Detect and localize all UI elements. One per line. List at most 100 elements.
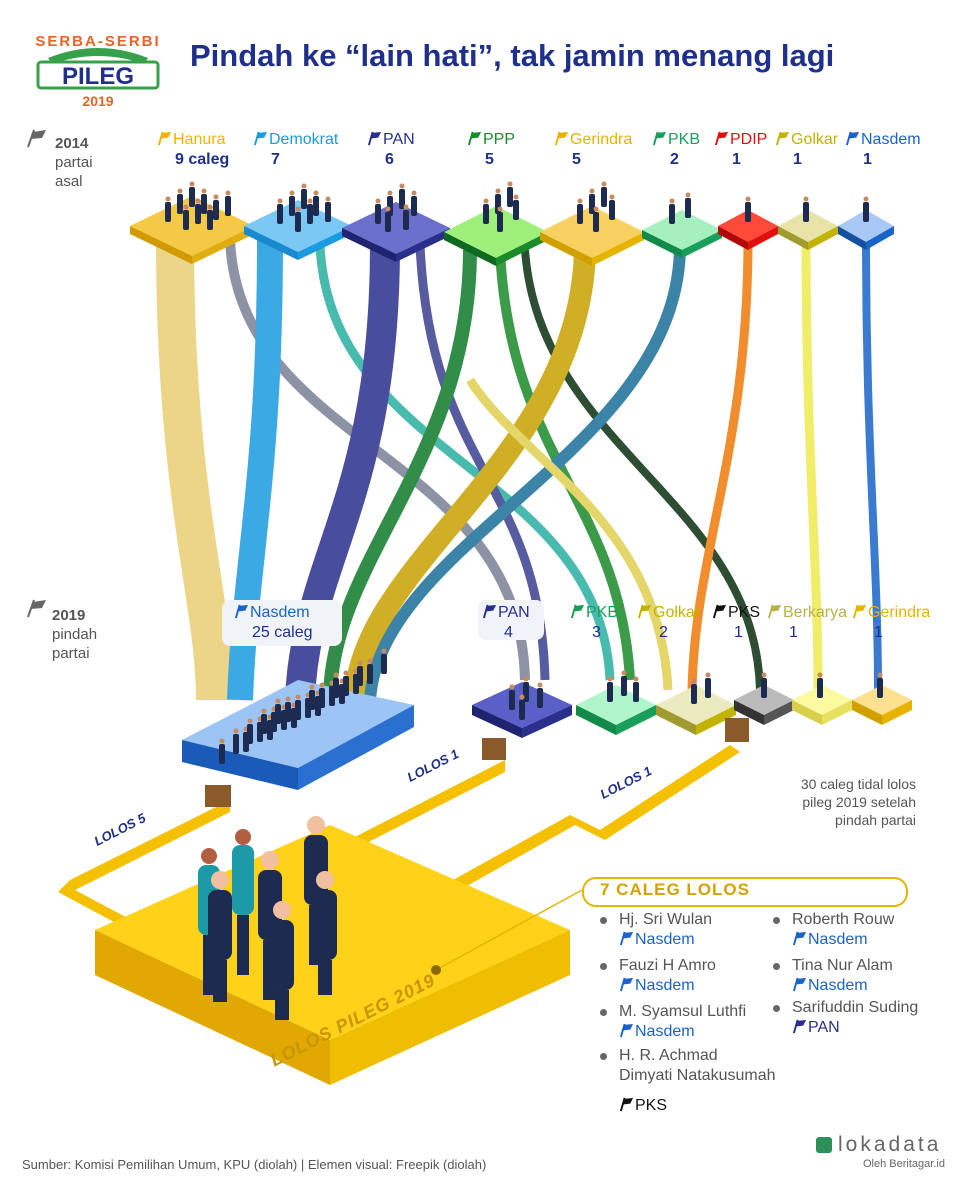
serba-serbi-pileg-logo: SERBA-SERBI PILEG 2019 [35, 33, 160, 109]
person-figure [381, 648, 387, 674]
winner-name: Tina Nur Alam [792, 957, 893, 974]
person-figure [295, 694, 301, 720]
person-figure [367, 658, 373, 684]
winner-party: Nasdem [619, 1022, 746, 1042]
person-figure [403, 204, 409, 230]
bullet-dot [600, 963, 607, 970]
origin-party-name: Golkar [791, 131, 839, 148]
svg-text:2019: 2019 [82, 93, 113, 109]
person-figure [343, 670, 349, 696]
person-figure [261, 708, 267, 734]
dest-party-count: 3 [592, 624, 601, 641]
dest-party-name: Nasdem [250, 604, 310, 621]
person-figure [601, 181, 607, 207]
person-figure [313, 190, 319, 216]
ribbon-golkar-berkarya [801, 239, 823, 691]
winner-name-cont: Dimyati Natakusumah [619, 1067, 776, 1084]
person-figure [233, 728, 239, 754]
person-figure [277, 198, 283, 224]
flag-icon-2019 [26, 598, 48, 623]
bullet-dot [773, 1005, 780, 1012]
person-figure [357, 660, 363, 686]
person-figure [817, 672, 823, 698]
dest-party-name: PKB [586, 604, 619, 621]
not-elected-note: 30 caleg tidal lolos pileg 2019 setelah … [730, 775, 916, 829]
origin-party-demokrat: Demokrat 7 [253, 130, 338, 170]
person-figure [399, 183, 405, 209]
note-line-1: 30 caleg tidal lolos [800, 776, 916, 792]
lokadata-logo-icon [816, 1137, 832, 1153]
winner-name: Hj. Sri Wulan [619, 911, 713, 928]
winner-name: Roberth Rouw [792, 911, 895, 928]
source-note: Sumber: Komisi Pemilihan Umum, KPU (diol… [22, 1157, 487, 1172]
row-2014-label: 2014 partai asal [55, 134, 93, 191]
person-figure [705, 672, 711, 698]
person-figure [165, 196, 171, 222]
person-figure [201, 188, 207, 214]
person-figure [189, 181, 195, 207]
person-figure [691, 678, 697, 704]
svg-text:PILEG: PILEG [62, 63, 134, 90]
origin-party-name: Gerindra [570, 131, 633, 148]
ribbon-ppp-pks [521, 249, 764, 691]
person-figure [333, 672, 339, 698]
road-left [58, 800, 230, 936]
bullet-dot [773, 917, 780, 924]
origin-party-name: Nasdem [861, 131, 921, 148]
platforms-2019 [182, 680, 912, 790]
origin-party-count: 6 [385, 151, 394, 168]
dest-party-count: 1 [874, 624, 883, 641]
person-figure [669, 198, 675, 224]
origin-party-count: 1 [732, 151, 741, 168]
platform-2019-nasdem [182, 680, 414, 768]
person-figure [289, 190, 295, 216]
person-figure [685, 192, 691, 218]
person-figure [385, 206, 391, 232]
page-title: Pindah ke “lain hati”, tak jamin menang … [190, 38, 835, 73]
person-figure [513, 194, 519, 220]
dest-party-name: PAN [498, 604, 530, 621]
person-figure [207, 204, 213, 230]
origin-party-count: 2 [670, 151, 679, 168]
person-figure [325, 196, 331, 222]
person-figure [621, 670, 627, 696]
person-figure [863, 196, 869, 222]
origin-party-name: Demokrat [269, 131, 339, 148]
person-figure [761, 672, 767, 698]
row-2014-year: 2014 [55, 135, 89, 152]
winner-party: PKS [619, 1096, 776, 1116]
winner-name: Fauzi H Amro [619, 957, 716, 974]
winner-name: H. R. Achmad [619, 1047, 718, 1064]
origin-party-name: PKB [668, 131, 701, 148]
origin-party-count: 5 [485, 151, 494, 168]
ribbon-gerindra-nasdem [344, 249, 596, 701]
origin-party-count: 5 [572, 151, 581, 168]
origin-party-count: 7 [271, 151, 280, 168]
person-figure [219, 738, 225, 764]
person-figure [177, 188, 183, 214]
person-figure [411, 190, 417, 216]
person-figure [497, 206, 503, 232]
row-2019-label: 2019 pindah partai [52, 606, 97, 663]
dest-party-name: Berkarya [783, 604, 848, 621]
brand-subtitle: Oleh Beritagar.id [863, 1158, 945, 1170]
person-figure [877, 672, 883, 698]
ribbon-pan-nasdem [285, 244, 400, 701]
winner-party: Nasdem [792, 976, 893, 996]
ribbon-pkb-nasdem [364, 244, 686, 701]
origin-party-count: 9 caleg [175, 151, 230, 168]
svg-text:SERBA-SERBI: SERBA-SERBI [35, 33, 160, 50]
winners-title: 7 CALEG LOLOS [600, 880, 750, 899]
person-figure [195, 198, 201, 224]
